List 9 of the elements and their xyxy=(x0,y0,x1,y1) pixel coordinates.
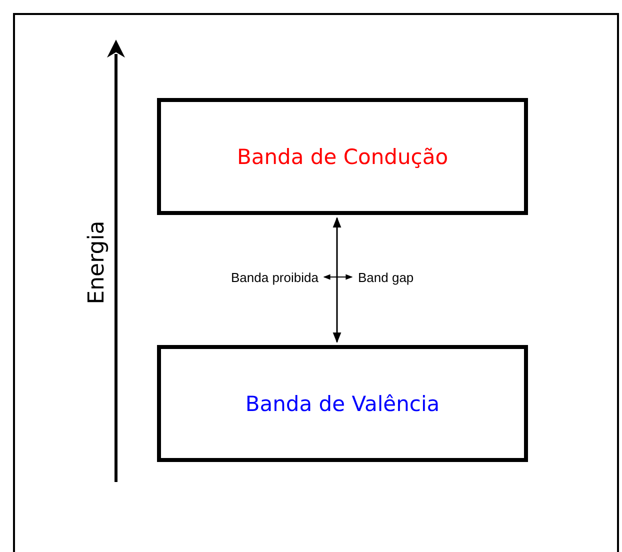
term-label: Band gap xyxy=(358,270,414,284)
double-arrow xyxy=(323,274,353,280)
band-label: Banda de Valência xyxy=(245,392,440,416)
band-box xyxy=(157,98,528,215)
term-label: Banda proibida xyxy=(231,270,318,284)
axis-label: Energia xyxy=(84,220,110,304)
band-label: Banda de Condução xyxy=(236,144,448,168)
double-arrow xyxy=(332,216,342,344)
band-box xyxy=(157,345,528,462)
